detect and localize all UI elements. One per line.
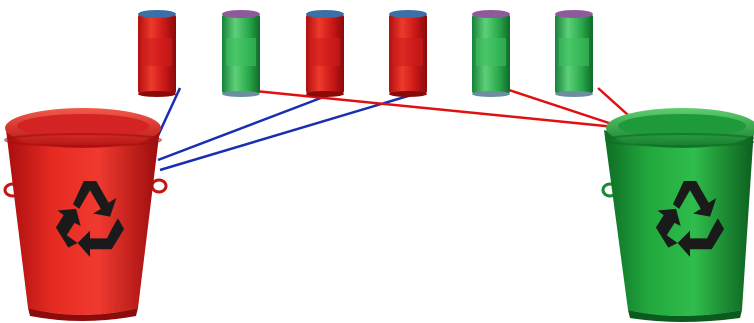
connection-line [499, 85, 616, 127]
bin-handle [150, 178, 168, 194]
can-red-1[interactable] [138, 10, 176, 97]
can-green-2[interactable] [472, 10, 510, 97]
can-red-2[interactable] [306, 10, 344, 97]
can-green-1[interactable] [222, 10, 260, 97]
connection-line [154, 87, 182, 141]
can-red-3[interactable] [389, 10, 427, 97]
connection-line [157, 91, 335, 162]
can-green-3[interactable] [555, 10, 593, 97]
connection-line [254, 89, 616, 129]
connection-line [159, 91, 419, 172]
green-recycling-bin[interactable] [601, 108, 754, 322]
connection-line [597, 87, 629, 116]
connection-lines [154, 85, 629, 172]
red-recycling-bin[interactable] [3, 108, 168, 321]
